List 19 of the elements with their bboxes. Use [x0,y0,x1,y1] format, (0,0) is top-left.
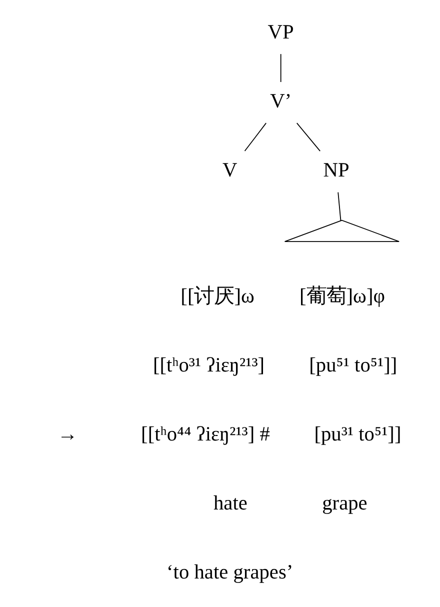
connector [338,192,342,222]
label: [葡萄]ω]φ [299,285,385,308]
label: [[讨厌]ω [180,285,254,308]
label: [[tʰo³¹ ʔiɛŋ²¹³] [152,354,265,376]
label: [[tʰo⁴⁴ ʔiɛŋ²¹³] # [141,423,270,446]
node-text: V’ [270,90,292,113]
connector [296,122,321,152]
label: ‘to hate grapes’ [166,561,294,584]
connector [244,122,267,152]
label: [pu³¹ to⁵¹]] [314,423,402,446]
label: hate [213,492,248,514]
node-text: NP [323,160,350,182]
label: [pu⁵¹ to⁵¹]] [309,354,398,376]
label: grape [322,492,368,514]
node-text: V [222,160,238,182]
label: → [57,423,78,446]
node-text: VP [268,22,294,44]
connector [280,54,282,82]
node-triangle [284,220,400,242]
